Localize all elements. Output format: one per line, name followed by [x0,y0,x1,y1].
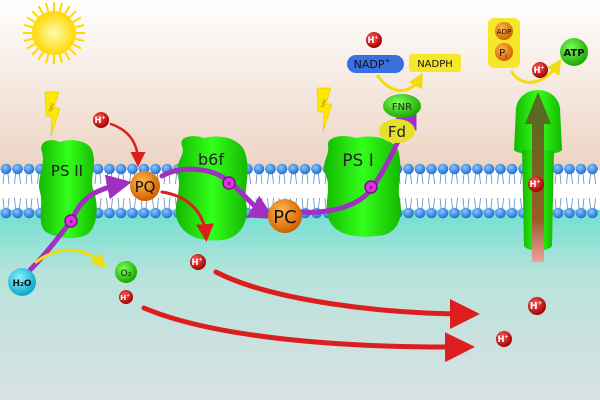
atp-label: ATP [563,48,584,59]
ferredoxin: Fd [379,119,415,143]
fnr: FNR [383,94,421,118]
svg-text:e: e [369,185,372,191]
proton-icon: H+ [528,176,544,192]
proton-charge: + [126,293,130,298]
svg-text:e: e [227,181,230,187]
adp-pi-box: ADP Pi [488,18,520,68]
atp-synthase [514,90,562,262]
fd-label: Fd [388,123,406,141]
lumen-background [0,210,600,400]
light-label: light [319,98,327,108]
ps2-label: PS II [51,162,83,180]
atp: ATP [560,38,588,66]
proton-icon: H+ [190,254,206,270]
ps1-label: PS I [342,151,373,171]
pc-label: PC [273,207,296,228]
proton-charge: + [536,179,540,185]
proton-label: H [94,115,101,125]
svg-text:H+: H+ [120,293,130,303]
pq-label: PQ [135,178,156,196]
svg-text:H+: H+ [497,334,508,344]
light-bolt-icon: light [44,91,61,137]
nadp-charge: + [384,57,390,65]
svg-text:NADP+: NADP+ [354,57,391,71]
proton-icon: H+ [532,62,548,78]
plastoquinone: PQ [130,171,160,201]
light-label: light [47,102,55,112]
svg-text:H+: H+ [530,301,542,313]
proton-label: H [530,301,538,312]
b6f-label: b6f [198,150,224,169]
adp-label: ADP [497,28,511,36]
sun-icon [23,2,85,64]
svg-text:Pi: Pi [499,48,507,60]
h2o-label: H₂O [12,279,31,289]
proton-icon: H+ [93,112,109,128]
electron-marker: e [64,214,78,228]
proton-icon: H+ [366,32,382,48]
photosystem-i: PS I [324,136,401,237]
svg-text:H+: H+ [191,257,202,267]
proton-icon: H+ [496,331,512,347]
proton-charge: + [540,65,544,71]
nadp-box: NADP+ [347,55,404,73]
nadph-box: NADPH [409,54,461,72]
proton-label: H [367,35,374,45]
nadph-label: NADPH [417,59,453,70]
proton-charge: + [538,301,543,307]
proton-charge: + [198,257,202,263]
proton-label: H [120,293,126,302]
proton-label: H [191,257,198,267]
svg-text:H+: H+ [367,35,378,45]
nadp-label: NADP [354,58,385,71]
svg-text:H+: H+ [94,115,105,125]
plastocyanin: PC [268,199,302,233]
o2-label: O₂ [121,269,132,279]
proton-icon: H+ [528,297,546,315]
svg-text:H+: H+ [529,179,540,189]
proton-icon: H+ [119,290,133,304]
reaction-arrows [34,59,562,269]
pi-label: P [499,48,505,59]
pi-sub: i [505,53,507,60]
proton-label: H [529,179,536,189]
electron-marker: e [364,180,378,194]
proton-charge: + [374,35,378,41]
light-bolt-icon: light [316,87,333,133]
proton-charge: + [101,115,105,121]
fnr-label: FNR [392,102,412,113]
photosystem-ii: PS II [39,140,97,239]
proton-label: H [533,65,540,75]
cytochrome-b6f: b6f [176,136,248,241]
electron-marker: e [222,176,236,190]
oxygen-molecule: O₂ [115,261,137,283]
proton-charge: + [504,334,508,340]
proton-label: H [497,334,504,344]
svg-text:H+: H+ [533,65,544,75]
svg-text:e: e [69,219,72,225]
water-molecule: H₂O [8,268,36,296]
proton-group: H+H+H+H+H+H+H+H+ [93,32,548,347]
proton-arrows [109,122,480,363]
